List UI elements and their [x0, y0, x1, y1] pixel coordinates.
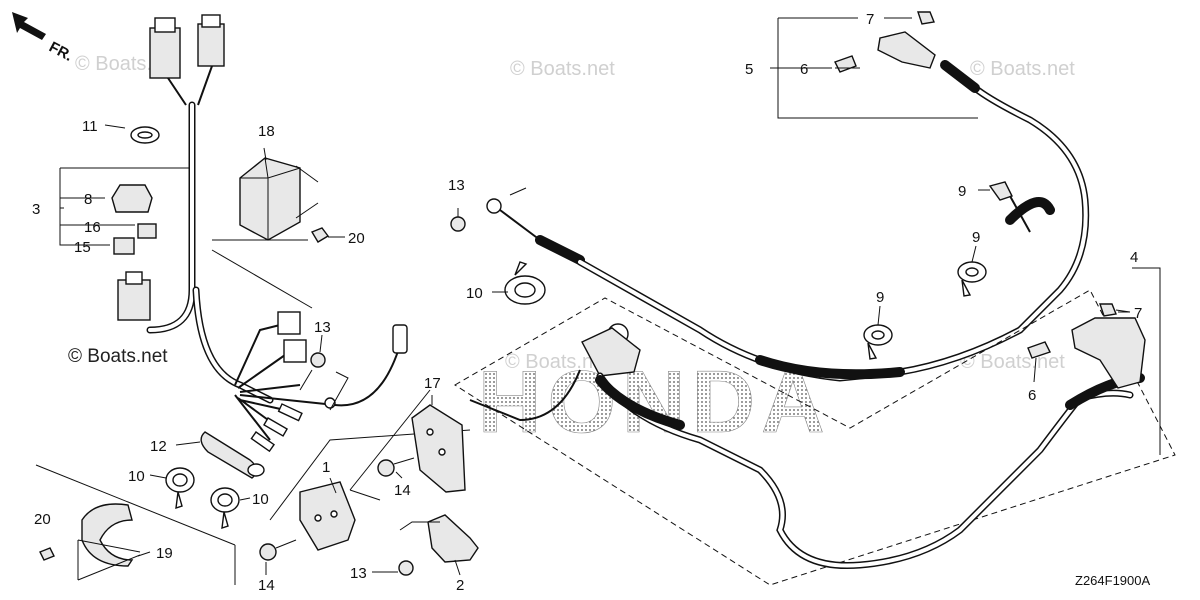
front-direction-indicator: FR. [12, 12, 75, 65]
callout-19: 19 [156, 545, 173, 562]
watermark: © Boats.net [68, 346, 168, 367]
callout-5: 5 [745, 61, 753, 78]
harness-connector-a [149, 27, 181, 79]
fuse-16 [137, 223, 157, 239]
callout-1: 1 [322, 459, 330, 476]
bolt-6-upper [834, 55, 857, 73]
callout-15: 15 [74, 239, 91, 256]
callouts: 1 2 3 4 5 6 6 7 7 8 9 9 9 10 10 10 11 12… [32, 11, 1142, 594]
callout-9-c: 9 [876, 289, 884, 306]
callout-9-a: 9 [958, 183, 966, 200]
callout-20-upper: 20 [348, 230, 365, 247]
bracket-17 [349, 389, 466, 501]
bolt-13-mid [299, 352, 349, 411]
clamp-10-upper [504, 261, 546, 305]
callout-2: 2 [456, 577, 464, 594]
diagram-code: Z264F1900A [1075, 573, 1150, 588]
main-harness [111, 14, 408, 453]
logo-text: HONDA [478, 352, 831, 451]
bolt-14-lower [259, 539, 297, 561]
terminal-plug [392, 324, 408, 354]
arrow-icon [12, 12, 46, 40]
nut-7-lower [1099, 303, 1117, 317]
callout-9-b: 9 [972, 229, 980, 246]
callout-13-mid: 13 [314, 319, 331, 336]
callout-6-lower: 6 [1028, 387, 1036, 404]
relay-holder [117, 279, 151, 321]
honda-logo: HONDA [478, 352, 831, 452]
callout-11: 11 [82, 118, 98, 135]
terminal-assembly-4 [1027, 267, 1161, 455]
fuse-15 [113, 237, 135, 255]
watermarks: © Boats.net © Boats.net © Boats.net © Bo… [68, 53, 1075, 373]
callout-10-upper: 10 [466, 285, 483, 302]
bolt-14-mid [377, 457, 415, 477]
callout-7-upper: 7 [866, 11, 874, 28]
ring-terminal [486, 198, 502, 214]
watermark: © Boats.net [960, 351, 1065, 373]
terminal-cover [581, 327, 641, 377]
sub-connector [283, 339, 307, 363]
clamps-10-lower [165, 467, 240, 530]
fuse-cap [111, 184, 153, 213]
bolt-13-upper [450, 208, 466, 232]
battery-cable-negative [486, 60, 1090, 382]
bolt-6-lower [1027, 341, 1051, 359]
cover-19 [35, 464, 236, 585]
leader-lines [59, 17, 1131, 576]
terminal-assembly-5 [777, 11, 978, 119]
callout-18: 18 [258, 123, 275, 140]
callout-6-upper: 6 [800, 61, 808, 78]
callout-8: 8 [84, 191, 92, 208]
watermark: © Boats.net [970, 58, 1075, 80]
callout-13-upper: 13 [448, 177, 465, 194]
callout-13-lower: 13 [350, 565, 367, 582]
callout-7-lower: 7 [1134, 305, 1142, 322]
callout-14-mid: 14 [394, 482, 411, 499]
positive-cable-group [454, 289, 1176, 586]
callout-10-right: 10 [252, 491, 269, 508]
protector-tube-12 [200, 431, 265, 479]
callout-12: 12 [150, 438, 167, 455]
callout-20-lower: 20 [34, 511, 51, 528]
callout-3: 3 [32, 201, 40, 218]
relay-box-18 [211, 157, 319, 309]
callout-16: 16 [84, 219, 101, 236]
callout-4: 4 [1130, 249, 1138, 266]
clips-9 [863, 181, 1031, 360]
sub-connector [277, 311, 301, 335]
watermark: © Boats.net [505, 351, 610, 373]
nut-7-upper [917, 11, 935, 25]
bolt-13-lower [398, 560, 414, 576]
callout-10-left: 10 [128, 468, 145, 485]
harness-connector-b [197, 23, 225, 67]
direction-label: FR. [46, 39, 75, 65]
bracket-2 [398, 514, 479, 576]
bolt-20-upper [310, 227, 340, 243]
callout-17: 17 [424, 375, 441, 392]
callout-14-lower: 14 [258, 577, 275, 594]
watermark: © Boats.net [510, 58, 615, 80]
